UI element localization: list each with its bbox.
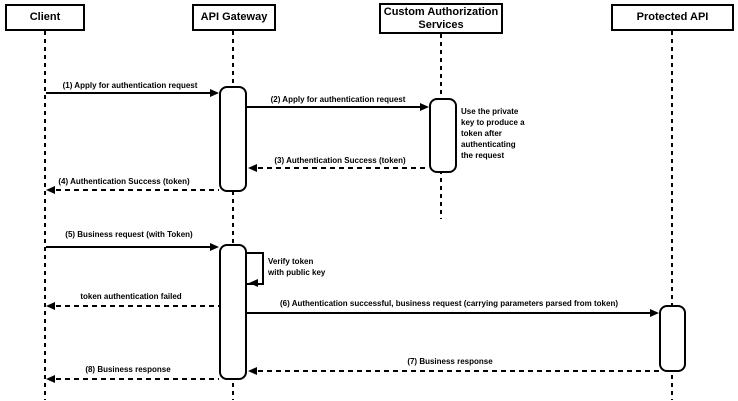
actor-custom-authorization-services-label: Custom Authorization Services: [383, 5, 499, 31]
message-9-line: [56, 378, 219, 380]
message-4-arrowhead: [46, 186, 55, 194]
activation-custom-authorization: [429, 98, 457, 173]
message-8-line: [258, 370, 659, 372]
message-7-label: (6) Authentication successful, business …: [279, 299, 619, 308]
note-private-key: Use the private key to produce a token a…: [461, 107, 525, 160]
message-4-line: [56, 189, 219, 191]
lifeline-client: [44, 31, 46, 400]
self-loop-arrowhead: [249, 279, 258, 287]
message-2-arrowhead: [420, 103, 429, 111]
message-4-label: (4) Authentication Success (token): [58, 177, 190, 186]
actor-client-label: Client: [29, 11, 61, 23]
actor-api-gateway-label: API Gateway: [200, 11, 268, 23]
actor-protected-api: Protected API: [611, 4, 734, 31]
actor-client: Client: [5, 4, 85, 31]
message-1-label: (1) Apply for authentication request: [62, 81, 198, 90]
activation-api-gateway-2: [219, 244, 247, 380]
activation-api-gateway-1: [219, 86, 247, 192]
activation-protected-api: [659, 305, 686, 372]
message-7-line: [247, 312, 651, 314]
message-5-label: (5) Business request (with Token): [65, 230, 193, 239]
message-9-arrowhead: [46, 375, 55, 383]
message-2-label: (2) Apply for authentication request: [270, 95, 406, 104]
message-6-label: token authentication failed: [80, 292, 182, 301]
message-5-line: [46, 246, 212, 248]
message-3-arrowhead: [248, 164, 257, 172]
message-8-arrowhead: [248, 367, 257, 375]
message-2-line: [247, 106, 422, 108]
message-1-line: [46, 92, 212, 94]
message-3-label: (3) Authentication Success (token): [274, 156, 406, 165]
actor-api-gateway: API Gateway: [192, 4, 276, 31]
message-6-arrowhead: [46, 302, 55, 310]
actor-custom-authorization-services: Custom Authorization Services: [379, 3, 503, 34]
actor-protected-api-label: Protected API: [636, 11, 709, 23]
lifeline-api-gateway: [232, 31, 234, 400]
message-7-arrowhead: [650, 309, 659, 317]
message-1-arrowhead: [210, 89, 219, 97]
message-6-line: [56, 305, 219, 307]
lifeline-protected-api: [671, 31, 673, 400]
message-3-line: [258, 167, 429, 169]
message-8-label: (7) Business response: [407, 357, 493, 366]
message-5-arrowhead: [210, 243, 219, 251]
note-verify-token: Verify token with public key: [268, 257, 326, 277]
message-9-label: (8) Business response: [85, 365, 171, 374]
